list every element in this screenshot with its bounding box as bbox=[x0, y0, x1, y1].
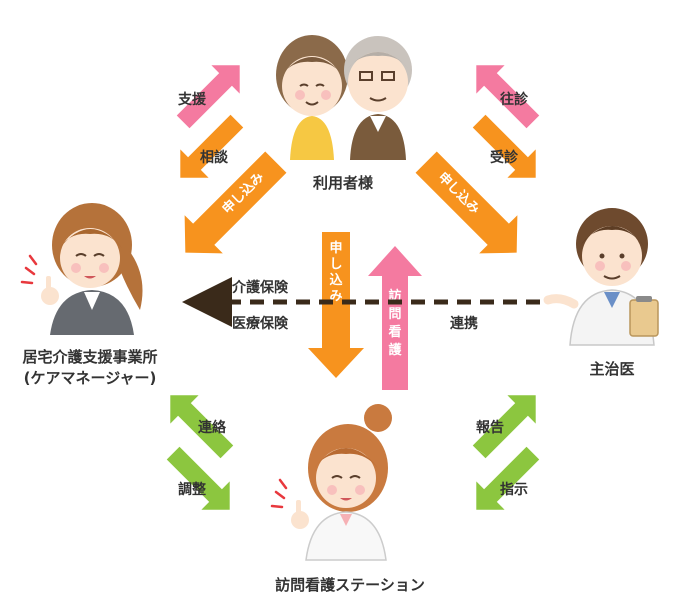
report-label: 報告 bbox=[476, 419, 504, 436]
cooperation-label: 連携 bbox=[450, 315, 478, 332]
care-insurance-label: 介護保険 bbox=[231, 279, 289, 296]
consult-label: 相談 bbox=[200, 149, 229, 166]
contact-label: 連絡 bbox=[198, 419, 227, 436]
support-arrow bbox=[176, 65, 240, 129]
instruction-label: 指示 bbox=[500, 481, 528, 498]
doctor-label: 主治医 bbox=[589, 360, 634, 378]
apply-center-char-1: 申 bbox=[329, 240, 342, 256]
apply-center-char-3: 込 bbox=[329, 272, 343, 288]
house-call-label: 往診 bbox=[500, 91, 529, 108]
nurse-station-label: 訪問看護ステーション bbox=[275, 576, 425, 594]
apply-right-arrow bbox=[415, 151, 518, 254]
nurse-icon bbox=[270, 404, 392, 561]
visit-nursing-char-2: 問 bbox=[388, 307, 401, 322]
consultation-label: 受診 bbox=[490, 149, 519, 166]
apply-left-arrow bbox=[184, 151, 287, 254]
report-arrow bbox=[472, 395, 536, 459]
care-manager-label-line1: 居宅介護支援事業所 bbox=[22, 348, 157, 366]
house-call-arrow bbox=[476, 65, 540, 129]
apply-center-arrow bbox=[308, 232, 364, 378]
adjust-arrow bbox=[166, 446, 230, 510]
instruction-arrow bbox=[476, 446, 540, 510]
visit-nursing-char-4: 護 bbox=[388, 342, 402, 358]
visit-nursing-char-3: 看 bbox=[388, 324, 401, 340]
support-label: 支援 bbox=[177, 91, 207, 108]
elderly-couple-icon bbox=[276, 35, 412, 160]
user-label: 利用者様 bbox=[313, 174, 374, 192]
consultation-arrow bbox=[472, 114, 536, 178]
medical-insurance-label: 医療保険 bbox=[232, 315, 289, 332]
care-manager-label-line2: (ケアマネージャー) bbox=[24, 369, 157, 387]
contact-arrow bbox=[170, 395, 234, 459]
apply-center-char-2: し bbox=[329, 257, 342, 272]
adjust-label: 調整 bbox=[178, 481, 207, 498]
care-manager-icon bbox=[20, 203, 143, 335]
consult-arrow bbox=[180, 114, 244, 178]
doctor-icon bbox=[543, 208, 659, 346]
visit-nursing-arrow bbox=[368, 246, 422, 390]
